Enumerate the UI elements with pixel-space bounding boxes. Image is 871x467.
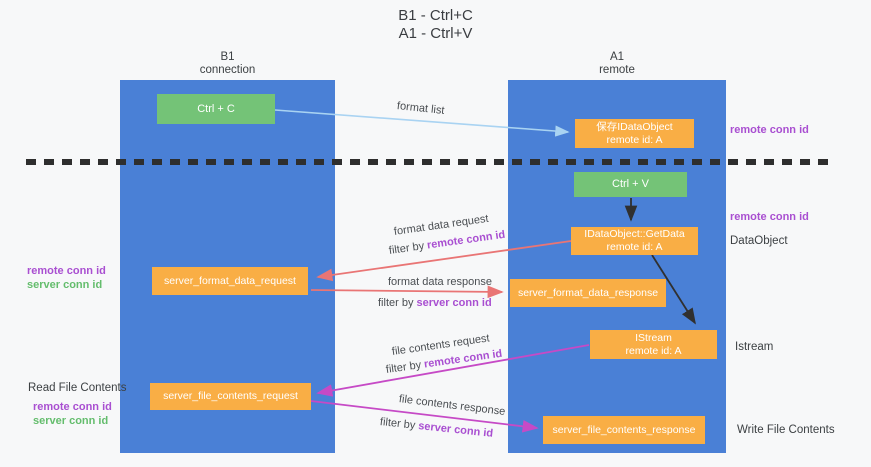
read-file-contents-label: Read File Contents — [28, 382, 127, 394]
istream-line2: remote id: A — [625, 344, 682, 357]
ctrl-v-box: Ctrl + V — [574, 172, 687, 197]
dashed-divider — [26, 159, 832, 165]
filter-by-text: filter by — [379, 416, 416, 432]
ctrl-v-label: Ctrl + V — [612, 178, 649, 190]
remote-conn-id-mid-label: remote conn id — [730, 211, 809, 223]
ctrl-c-label: Ctrl + C — [197, 102, 235, 115]
getdata-line1: IDataObject::GetData — [584, 228, 685, 240]
istream-side-label: Istream — [735, 341, 774, 353]
file-contents-response-label: file contents response — [398, 393, 506, 418]
diagram-title: B1 - Ctrl+C A1 - Ctrl+V — [0, 7, 871, 43]
left-server-conn-id-label-2: server conn id — [33, 415, 109, 427]
server-file-contents-response-label: server_file_contents_response — [552, 423, 696, 436]
server-format-data-response-label: server_format_data_response — [517, 286, 659, 299]
left-server-conn-id-label: server conn id — [27, 279, 103, 291]
title-line-2: A1 - Ctrl+V — [398, 25, 473, 42]
saved-idataobject-line1: 保存IDataObject — [596, 120, 673, 133]
server-format-data-request-label: server_format_data_request — [164, 274, 296, 287]
server-file-contents-request-box: server_file_contents_request — [150, 383, 311, 410]
format-data-response-label: format data response — [388, 276, 492, 288]
server-file-contents-request-label: server_file_contents_request — [163, 390, 298, 402]
dataobject-label: DataObject — [730, 235, 788, 247]
left-lane-role: connection — [199, 64, 256, 76]
server-format-data-request-box: server_format_data_request — [152, 267, 308, 295]
filter-by-text: filter by — [388, 240, 425, 257]
format-list-label: format list — [396, 100, 446, 117]
server-conn-id-highlight: server conn id — [417, 420, 494, 440]
getdata-box: IDataObject::GetData remote id: A — [571, 227, 698, 255]
server-format-data-response-box: server_format_data_response — [510, 279, 666, 307]
istream-box: IStream remote id: A — [590, 330, 717, 359]
ctrl-c-box: Ctrl + C — [157, 94, 275, 124]
right-lane-role: remote — [599, 64, 635, 76]
getdata-line2: remote id: A — [606, 241, 663, 253]
write-file-contents-label: Write File Contents — [737, 424, 835, 436]
saved-idataobject-line2: remote id: A — [606, 133, 663, 146]
right-lane-name: A1 — [609, 51, 625, 63]
filter-by-text: filter by — [385, 359, 422, 376]
remote-conn-id-highlight: remote conn id — [426, 228, 507, 252]
arrow-format-data-response — [310, 285, 504, 299]
istream-line1: IStream — [635, 331, 672, 344]
server-file-contents-response-box: server_file_contents_response — [543, 416, 705, 444]
left-lane-header: B1 connection — [120, 51, 335, 77]
filter-by-text: filter by — [378, 297, 414, 309]
server-conn-id-highlight: server conn id — [416, 297, 492, 309]
left-lane-name: B1 — [220, 51, 235, 63]
title-line-1: B1 - Ctrl+C — [398, 7, 473, 24]
remote-conn-id-top-label: remote conn id — [730, 124, 809, 136]
saved-idataobject-box: 保存IDataObject remote id: A — [575, 119, 694, 148]
left-remote-conn-id-label-2: remote conn id — [33, 401, 112, 413]
right-lane-header: A1 remote — [508, 51, 726, 77]
left-remote-conn-id-label: remote conn id — [27, 265, 106, 277]
